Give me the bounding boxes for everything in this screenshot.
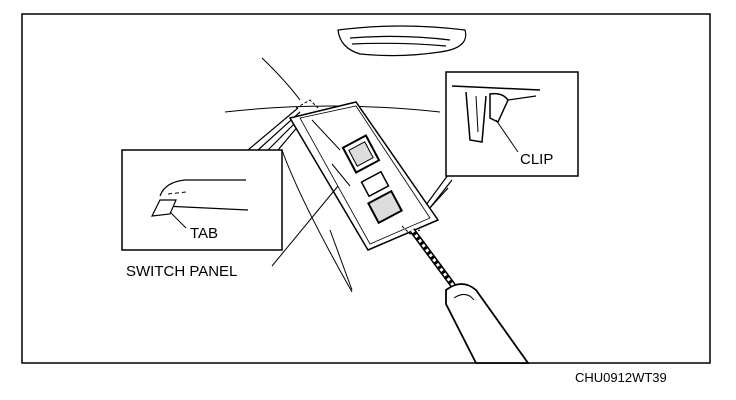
switch-panel-leader xyxy=(271,185,339,267)
switch-panel-label: SWITCH PANEL xyxy=(126,263,237,280)
window-switch-front xyxy=(341,134,381,174)
switch-panel xyxy=(288,99,440,251)
flathead-screwdriver xyxy=(409,228,530,364)
figure-code: CHU0912WT39 xyxy=(575,370,667,385)
door-trim-lines xyxy=(224,57,441,293)
tab-label: TAB xyxy=(190,225,218,242)
clip-detail-inset xyxy=(445,71,579,177)
tab-detail-inset xyxy=(121,149,283,251)
door-handle-outline xyxy=(337,25,467,57)
window-switch-rear xyxy=(360,170,403,225)
clip-label: CLIP xyxy=(520,151,553,168)
